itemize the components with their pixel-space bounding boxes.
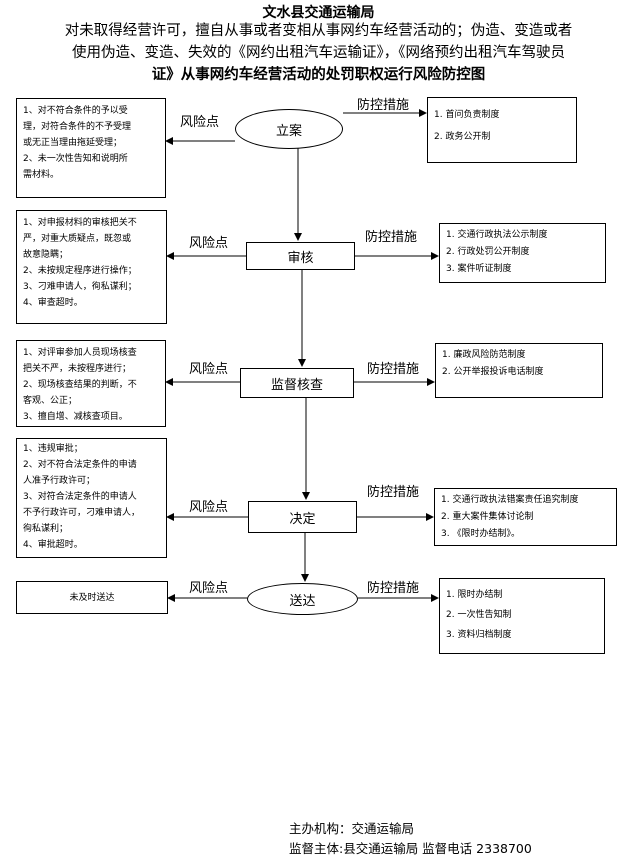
measure-box-3: 1. 廉政风险防范制度 2. 公开举报投诉电话制度 [435, 343, 603, 398]
risk-box-5: 未及时送达 [16, 581, 168, 614]
risk-3-line: 2、现场核查结果的判断，不 [23, 380, 137, 390]
risk-3-line: 客观、公正； [23, 396, 78, 406]
risk-box-1: 1、对不符合条件的予以受 理，对符合条件的不予受理 或无正当理由拖延受理； 2、… [16, 98, 166, 198]
measure-4-line: 2. 重大案件集体讨论制 [441, 512, 534, 522]
step-node-1: 立案 [235, 109, 343, 149]
risk-label-1: 风险点 [180, 115, 220, 130]
risk-2-line: 3、刁难申请人，徇私谋利； [23, 282, 137, 292]
risk-1-line: 或无正当理由拖延受理； [23, 138, 123, 148]
risk-label-3: 风险点 [189, 362, 229, 377]
measure-5-line: 3. 资料归档制度 [446, 630, 512, 640]
subtitle-line-1: 对未取得经营许可，擅自从事或者变相从事网约车经营活动的；伪造、变造或者 [64, 23, 573, 39]
measure-label-5: 防控措施 [367, 581, 420, 596]
risk-2-line: 故意隐瞒； [23, 250, 69, 260]
risk-3-line: 3、擅自增、减核查项目。 [23, 412, 128, 422]
step-name-3: 监督核查 [270, 377, 323, 393]
measure-4-line: 1. 交通行政执法错案责任追究制度 [441, 495, 579, 505]
risk-4-line: 人准予行政许可； [23, 476, 96, 486]
risk-1-line: 2、未一次性告知和说明所 [23, 154, 128, 164]
measure-5-line: 1. 限时办结制 [446, 590, 503, 600]
step-name-1: 立案 [275, 123, 302, 139]
risk-1-line: 需材料。 [23, 170, 60, 180]
step-node-5: 送达 [247, 583, 358, 615]
page-title: 文水县交通运输局 [262, 5, 375, 21]
footer-organizer: 主办机构：交通运输局 [289, 821, 415, 836]
page-subtitle: 对未取得经营许可，擅自从事或者变相从事网约车经营活动的；伪造、变造或者 使用伪造… [0, 20, 637, 86]
risk-box-4: 1、违规审批； 2、对不符合法定条件的申请 人准予行政许可； 3、对符合法定条件… [16, 438, 167, 558]
risk-4-line: 徇私谋利； [23, 524, 69, 534]
measure-label-4: 防控措施 [367, 485, 420, 500]
risk-3-line: 把关不严，未按程序进行； [23, 364, 132, 374]
risk-1-line: 理，对符合条件的不予受理 [23, 122, 132, 132]
step-node-2: 审核 [246, 242, 355, 270]
measure-box-1: 1. 首问负责制度 2. 政务公开制 [427, 97, 577, 163]
measure-2-line: 3. 案件听证制度 [446, 264, 512, 274]
measure-1-line: 2. 政务公开制 [434, 132, 491, 142]
risk-2-line: 1、对申报材料的审核把关不 [23, 218, 137, 228]
risk-3-line: 1、对评审参加人员现场核查 [23, 348, 137, 358]
step-name-2: 审核 [287, 250, 314, 266]
measure-4-line: 3. 《限时办结制》。 [441, 529, 520, 539]
step-name-4: 决定 [289, 511, 316, 527]
risk-4-line: 1、违规审批； [23, 444, 83, 454]
subtitle-line-3: 证》从事网约车经营活动的处罚职权运行风险防控图 [151, 67, 486, 83]
risk-5-line: 未及时送达 [69, 592, 115, 603]
step-node-4: 决定 [248, 501, 357, 533]
measure-5-line: 2. 一次性告知制 [446, 610, 512, 620]
measure-2-line: 2. 行政处罚公开制度 [446, 247, 530, 257]
footer-supervisor: 监督主体:县交通运输局 监督电话 2338700 [289, 841, 532, 856]
risk-2-line: 2、未按规定程序进行操作； [23, 266, 137, 276]
risk-label-4: 风险点 [189, 500, 229, 515]
subtitle-line-2: 使用伪造、变造、失效的《网约出租汽车运输证》，《网络预约出租汽车驾驶员 [72, 45, 565, 61]
measure-3-line: 1. 廉政风险防范制度 [442, 350, 526, 360]
measure-3-line: 2. 公开举报投诉电话制度 [442, 367, 544, 377]
measure-label-2: 防控措施 [365, 230, 418, 245]
measure-label-3: 防控措施 [367, 362, 420, 377]
measure-1-line: 1. 首问负责制度 [434, 110, 500, 120]
risk-4-line: 不予行政许可，刁难申请人， [23, 508, 141, 518]
measure-2-line: 1. 交通行政执法公示制度 [446, 230, 548, 240]
risk-2-line: 4、审查超时。 [23, 298, 83, 308]
measure-box-4: 1. 交通行政执法错案责任追究制度 2. 重大案件集体讨论制 3. 《限时办结制… [434, 488, 617, 546]
risk-label-2: 风险点 [189, 236, 229, 251]
risk-1-line: 1、对不符合条件的予以受 [23, 106, 128, 116]
measure-label-1: 防控措施 [357, 98, 410, 113]
risk-label-5: 风险点 [189, 581, 229, 596]
step-node-3: 监督核查 [240, 368, 354, 398]
measure-box-2: 1. 交通行政执法公示制度 2. 行政处罚公开制度 3. 案件听证制度 [439, 223, 606, 283]
risk-4-line: 3、对符合法定条件的申请人 [23, 492, 137, 502]
risk-4-line: 2、对不符合法定条件的申请 [23, 460, 137, 470]
measure-box-5: 1. 限时办结制 2. 一次性告知制 3. 资料归档制度 [439, 578, 605, 654]
risk-box-3: 1、对评审参加人员现场核查 把关不严，未按程序进行； 2、现场核查结果的判断，不… [16, 340, 166, 427]
risk-4-line: 4、审批超时。 [23, 540, 83, 550]
step-name-5: 送达 [289, 593, 316, 609]
risk-2-line: 严，对重大质疑点，既忽或 [23, 234, 132, 244]
risk-box-2: 1、对申报材料的审核把关不 严，对重大质疑点，既忽或 故意隐瞒； 2、未按规定程… [16, 210, 167, 324]
